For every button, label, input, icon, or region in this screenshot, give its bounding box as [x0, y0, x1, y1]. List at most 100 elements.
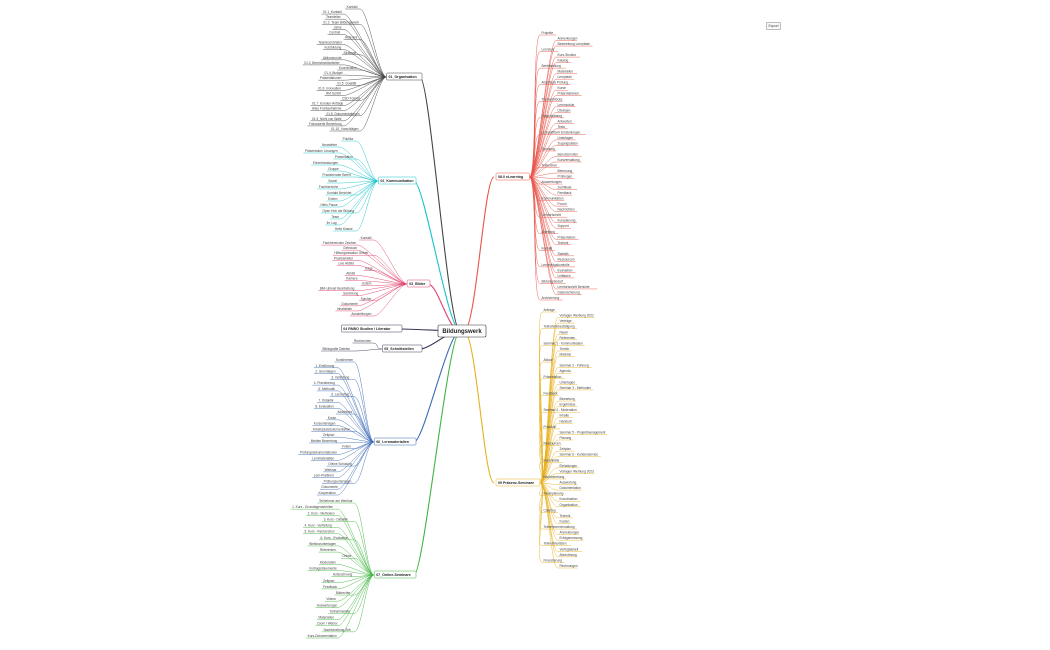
b9-item[interactable]: Seminar 3 - Methoden [560, 386, 592, 390]
b2-item[interactable]: Hello Klasse [335, 227, 353, 231]
b7-item[interactable]: Bildrechte [336, 591, 350, 595]
b9-item[interactable]: Raum [560, 330, 569, 334]
b9-item[interactable]: Seminar 5 - Projektmanagement [560, 430, 606, 434]
b8-item[interactable]: Fragenkatalog [542, 114, 563, 118]
b8-item[interactable]: Leitfaden [558, 274, 571, 278]
b6-item[interactable]: 4. Praxisbezug [314, 381, 335, 385]
b7-item[interactable]: Webinarunterlagen [309, 542, 336, 546]
export-button[interactable]: Export [766, 22, 781, 30]
b8-item[interactable]: Kontakt [542, 246, 553, 250]
b8-item[interactable]: Lernplattform Einstellungen [542, 130, 581, 134]
b6-topic[interactable]: 06_Lernmaterialien [373, 437, 417, 446]
b9-item[interactable]: Kosten [560, 519, 570, 523]
b1-item[interactable]: Referent [345, 36, 357, 40]
b1-item[interactable]: Strategie [344, 51, 357, 55]
b9-item[interactable]: Vorlagen Werbung 2022 [560, 314, 595, 318]
b3-item[interactable]: Sammlung [343, 292, 358, 296]
b8-item[interactable]: Antworten [558, 119, 573, 123]
b8-item[interactable]: Evaluation [558, 268, 573, 272]
b6-item[interactable]: Abschluss [338, 410, 353, 414]
b1-item[interactable]: 01.3_Bereichsmitarbeiter [304, 61, 340, 65]
b2-item[interactable]: Team [331, 215, 339, 219]
b6-item[interactable]: Medien Bewertung [311, 439, 338, 443]
b8-item[interactable]: Archivierung [542, 296, 560, 300]
b9-item[interactable]: Präsentation [544, 375, 562, 379]
b5-topic[interactable]: 05_Schnittstellen [382, 344, 423, 353]
b7-item[interactable]: Zeitplan [323, 579, 335, 583]
b6-item[interactable]: Folien [342, 445, 351, 449]
b1-item[interactable]: 01.1_Kontakt [323, 10, 342, 14]
b2-item[interactable]: Präsentation Lösungen [305, 149, 338, 153]
b7-item[interactable]: Teilnahmeliste [330, 609, 350, 613]
b8-item[interactable]: Lernziele [542, 48, 555, 52]
b7-item[interactable]: Aufzeichnung [333, 573, 353, 577]
b9-item[interactable]: Raumplanung [544, 492, 564, 496]
b9-item[interactable]: Material [560, 353, 572, 357]
b8-item[interactable]: Lernpfade [558, 75, 573, 79]
b1-item[interactable]: Teamleiter [326, 15, 342, 19]
b8-item[interactable]: Schulung [542, 147, 556, 151]
b6-item[interactable]: 2. Grundlagen [315, 370, 335, 374]
b8-topic[interactable]: 08.0 eLearning [495, 172, 530, 181]
b8-item[interactable]: Bearbeitung Lernpfade [558, 42, 591, 46]
b7-item[interactable]: Auswertungen [317, 603, 338, 607]
b8-item[interactable]: Nachrichten [558, 208, 575, 212]
b7-item[interactable]: Videos [326, 597, 336, 601]
b9-item[interactable]: Feedback [544, 391, 558, 395]
b1-item[interactable]: Koordination [339, 66, 357, 70]
b8-item[interactable]: Themenblöcke [542, 97, 563, 101]
b8-item[interactable]: Ressourcen [558, 257, 575, 261]
b6-item[interactable]: 6. Lernerfolg [331, 393, 349, 397]
b8-item[interactable]: Lernfortschritt Berichte [558, 285, 590, 289]
b7-item[interactable]: Moderation [320, 560, 336, 564]
b8-item[interactable]: Prüfungen [558, 175, 573, 179]
b8-item[interactable]: Präsentationen [558, 92, 580, 96]
b9-item[interactable]: Abrechnung [560, 553, 577, 557]
b2-item[interactable]: Hello Pause [320, 203, 337, 207]
b2-item[interactable]: Präsentation [335, 155, 353, 159]
b9-item[interactable]: Inhalte [560, 414, 570, 418]
b1-item[interactable]: 01.9_Nicht von Wahl [312, 117, 342, 121]
b8-item[interactable]: Benutzerrollen [558, 152, 579, 156]
b2-item[interactable]: Extern [328, 197, 337, 201]
b9-item[interactable]: Termin [560, 347, 570, 351]
b2-item[interactable]: Newsletter [322, 143, 338, 147]
b6-item[interactable]: 5. Methodik [318, 387, 335, 391]
b6-item[interactable]: Arbeitsplatzdokumentation [313, 427, 351, 431]
b7-item[interactable]: 4. Kurs - Vertiefung [305, 524, 333, 528]
b9-item[interactable]: Technik [560, 514, 571, 518]
b8-item[interactable]: Lernmodule [558, 103, 575, 107]
b8-item[interactable]: Technik [558, 241, 569, 245]
b1-item[interactable]: 01.10_Vorschlägen [331, 127, 359, 131]
b4-topic[interactable]: 04 RNBO Studien / Literatur [341, 324, 403, 333]
b6-item[interactable]: Prüfungsunterlagen [324, 479, 352, 483]
b7-item[interactable]: Teilnehmer am Webinar [319, 499, 354, 503]
b1-item[interactable]: Controll [329, 30, 340, 34]
b5-item[interactable]: Bibliografie Dateien [323, 347, 351, 351]
b3-item[interactable]: Kontakt [361, 236, 372, 240]
b2-topic[interactable]: 02_Kommunikation [378, 176, 417, 185]
b2-item[interactable]: Social [328, 179, 337, 183]
b9-item[interactable]: Finanzierung [544, 558, 563, 562]
b9-topic[interactable]: 09 Präsenz-Seminare [495, 478, 541, 487]
b1-topic[interactable]: 01_Organisation [386, 72, 423, 81]
b8-item[interactable]: Bildungsbedarf [542, 279, 563, 283]
b5-item[interactable]: Recherchen [354, 339, 371, 343]
b3-item[interactable]: Hilfsorganisation Gebiet [334, 251, 368, 255]
b8-item[interactable]: Tests [558, 125, 566, 129]
b9-item[interactable]: Seminar 6 - Kundenservice [560, 453, 599, 457]
b2-item[interactable]: Kontakt Berichtet [327, 191, 351, 195]
b9-item[interactable]: Anmeldungen [560, 531, 580, 535]
b8-item[interactable]: Zertifikate [558, 186, 572, 190]
b3-item[interactable]: Edge [365, 266, 373, 270]
b8-item[interactable]: Datensicherung [558, 290, 581, 294]
b8-item[interactable]: Forum [558, 202, 568, 206]
b9-item[interactable]: Verfügbarkeit [560, 547, 579, 551]
b8-item[interactable]: Lernerfolgskontrolle [542, 263, 570, 267]
b3-item[interactable]: Abbild [346, 271, 355, 275]
b9-item[interactable]: Organisation [560, 503, 578, 507]
b3-item[interactable]: Spicher [361, 297, 373, 301]
b3-item[interactable]: Praxisanleiter [334, 256, 354, 260]
b8-item[interactable]: Abschluss Prüfung [542, 81, 569, 85]
b7-item[interactable]: 2. Kurs - Methoden [308, 511, 335, 515]
